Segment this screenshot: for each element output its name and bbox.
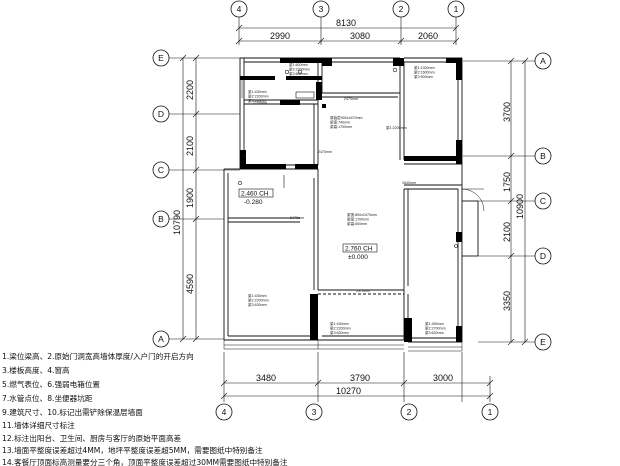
note-line: 3.楼板高度、4.窗高: [2, 365, 70, 375]
annotation: 梁3:630mm: [425, 330, 444, 335]
right-bubble-D: D: [540, 251, 546, 261]
annotation: 梁2:2200mm: [289, 67, 310, 72]
bottom-bubble-1: 1: [488, 407, 493, 417]
right-bubble-E: E: [540, 337, 546, 347]
top-dim-1: 2990: [270, 31, 290, 41]
left-bubble-B: B: [158, 214, 164, 224]
bottom-dimension-lines: [220, 352, 494, 402]
left-dimension-lines: [169, 54, 240, 343]
annotation: 梁1:600mm: [289, 62, 308, 67]
level-tag-2-value: ±0.000: [348, 254, 368, 261]
top-bubble-3: 3: [319, 4, 324, 14]
left-dim-4: 4590: [185, 274, 195, 294]
left-axis-bubbles: [152, 49, 170, 348]
annotation: 原始层900x4470mm: [330, 115, 363, 120]
top-bubble-4: 4: [237, 4, 242, 14]
balcony-lines: [223, 76, 463, 352]
bottom-axis-bubbles: [215, 403, 499, 421]
level-tag-1-value: -0.280: [244, 199, 263, 206]
left-dim-1: 2200: [185, 80, 195, 100]
left-bubble-A: A: [158, 334, 164, 344]
annotation: 1640mm: [402, 181, 416, 185]
measurement-notes: 1.梁位梁高、2.原始门洞宽高墙体厚度/入户门的开启方向 3.楼板高度、4.窗高…: [2, 351, 288, 466]
annotation: 梁2:2200mm: [248, 94, 269, 99]
right-bubble-B: B: [540, 151, 546, 161]
annotation: 梁3:900mm: [414, 74, 433, 79]
bottom-bubble-2: 2: [407, 407, 412, 417]
top-total-dim: 8130: [336, 18, 356, 28]
annotation: 梁2:1600mm: [414, 70, 435, 75]
level-tag-2-label: 2.760 CH: [345, 246, 373, 253]
annotation: 梁2:2200mm: [330, 326, 351, 331]
door-swing: [461, 188, 485, 212]
right-dim-2: 1750: [502, 172, 512, 192]
right-bubble-A: A: [540, 56, 546, 66]
right-dim-3: 2100: [502, 222, 512, 242]
left-total-dim: 10790: [172, 210, 182, 235]
left-dim-3: 1900: [185, 188, 195, 208]
annotation: 梁高:1700mm: [330, 124, 352, 129]
right-dim-4: 3350: [502, 291, 512, 311]
annotation: 2200mm: [253, 101, 267, 105]
annotation: 梁2:2200mm: [248, 298, 269, 303]
room-annotations: 梁1:600mm 梁2:2200mm 梁3:600mm 梁1:1300mm 梁2…: [248, 62, 446, 335]
annotation: 梁3:600mm: [289, 71, 308, 76]
note-line: 14.客餐厅顶面标高测量要分三个角，顶面平整度误差超过30MM需要图纸中特别备注: [2, 457, 288, 466]
bottom-dim-2: 3790: [350, 373, 370, 383]
left-bubble-D: D: [158, 109, 164, 119]
bottom-dim-3: 3000: [433, 373, 453, 383]
top-bubble-2: 2: [399, 4, 404, 14]
annotation: 梁1:430mm: [248, 293, 267, 298]
annotation: 梁3:110mm: [248, 98, 266, 103]
annotation: 梁1:450mm: [425, 321, 444, 326]
note-line: 1.梁位梁高、2.原始门洞宽高墙体厚度/入户门的开启方向: [2, 351, 194, 361]
note-line: 7.水管点位、8.坐便器坑距: [2, 393, 93, 403]
note-line: 13.墙面平整度误差超过4MM，地坪平整度误差超5MM，需要图纸中特别备注: [2, 445, 263, 455]
right-total-dim: 10900: [515, 194, 525, 219]
left-dim-2: 2100: [185, 136, 195, 156]
top-dim-3: 2060: [418, 31, 438, 41]
right-dimension-lines: [463, 57, 535, 346]
level-tag-2: 2.760 CH ±0.000: [342, 243, 378, 261]
annotation: 2470mm: [344, 97, 358, 101]
annotation: 梁宽:800x2470mm: [347, 212, 377, 217]
bottom-bubble-4: 4: [222, 407, 227, 417]
annotation: 梁1:2200mm: [386, 125, 407, 130]
note-line: 9.建筑尺寸、10.标记出需铲除保温层墙面: [2, 407, 143, 417]
annotation: 2470mm: [290, 216, 304, 220]
left-bubble-C: C: [158, 165, 164, 175]
bottom-dim-1: 3480: [256, 373, 276, 383]
annotation: 梁2:2700mm: [425, 326, 446, 331]
annotation: 梁3:630mm: [248, 302, 267, 307]
annotation: 2470mm: [356, 289, 370, 293]
annotation: 梁3:630mm: [330, 330, 349, 335]
level-tag-1: 2.460 CH -0.280: [238, 188, 274, 206]
fixtures: [238, 67, 458, 248]
note-line: 12.标注出阳台、卫生间、厨房与客厅的原始平面高差: [2, 433, 182, 443]
annotation: 梁1:430mm: [330, 321, 349, 326]
note-line: 5.燃气表位、6.强弱电箱位置: [2, 379, 100, 389]
left-bubble-E: E: [158, 53, 164, 63]
annotation: 梁1:430mm: [248, 89, 267, 94]
note-line: 11.墙体详细尺寸标注: [2, 420, 75, 430]
top-dim-2: 3080: [350, 31, 370, 41]
bottom-total-dim: 10270: [336, 386, 361, 396]
annotation: 梁宽:740mm: [330, 120, 350, 125]
annotation: 梁宽:1700mm: [347, 217, 369, 222]
bottom-bubble-3: 3: [312, 407, 317, 417]
annotation: 2470mm: [318, 150, 332, 154]
top-bubble-1: 1: [454, 4, 459, 14]
right-bubble-C: C: [540, 196, 546, 206]
annotation: 梁高:600mm: [347, 221, 367, 226]
structural-columns: [240, 58, 462, 342]
top-axis-bubbles: [230, 0, 465, 18]
level-tag-1-label: 2.460 CH: [241, 191, 269, 198]
right-dim-1: 3700: [502, 102, 512, 122]
annotation: 梁1:1300mm: [414, 65, 435, 70]
top-dimension-lines: [235, 17, 460, 45]
